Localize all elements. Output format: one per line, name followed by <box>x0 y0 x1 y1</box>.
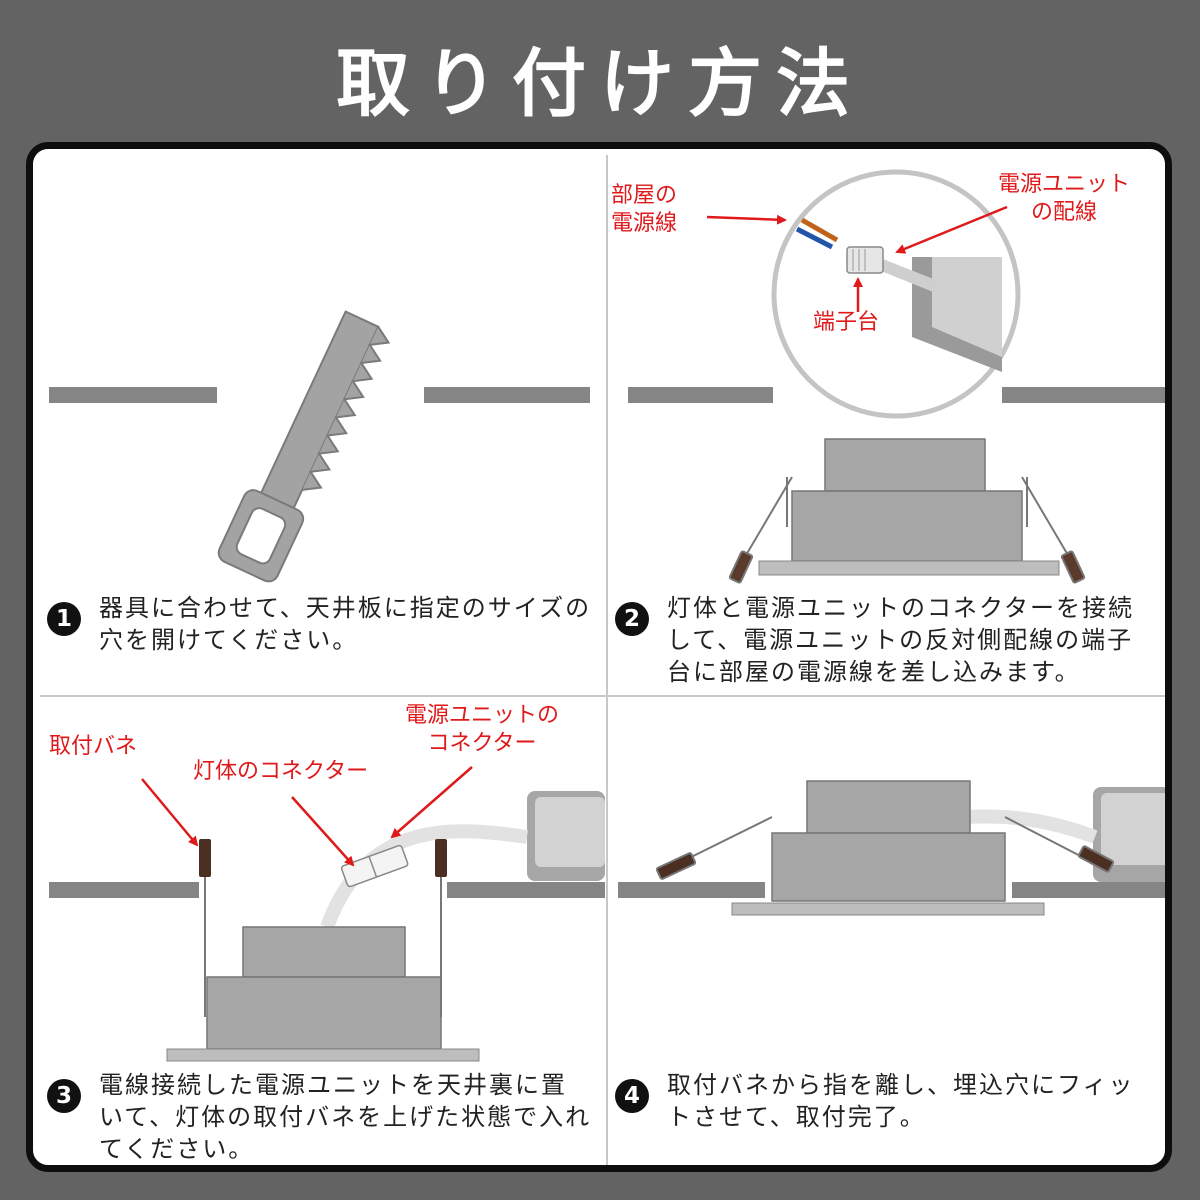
page-title: 取り付け方法 <box>336 41 864 127</box>
callout-arrows-2 <box>706 205 1008 312</box>
step-1: 1 器具に合わせて、天井板に指定のサイズの穴を開けてください。 <box>47 592 592 656</box>
mounting-spring-4 <box>655 816 1115 880</box>
ceiling-board-2 <box>628 387 1165 403</box>
step-number-badge: 1 <box>47 602 81 636</box>
step-4: 4 取付バネから指を離し、埋込穴にフィットさせて、取付完了。 <box>615 1069 1155 1133</box>
callout-terminal-block: 端子台 <box>813 310 880 335</box>
step-3: 3 電線接続した電源ユニットを天井裏に置いて、灯体の取付バネを上げた状態で入れて… <box>47 1069 592 1165</box>
ceiling-board-4 <box>618 882 1165 898</box>
callout-room-wire: 部屋の 電源線 <box>611 183 678 236</box>
callout-arrows-3 <box>141 766 473 867</box>
step-number-badge: 4 <box>615 1079 649 1113</box>
power-unit-2 <box>824 438 986 492</box>
callout-unit-connector: 電源ユニットの コネクター <box>405 703 560 756</box>
power-cable-4 <box>966 809 1098 844</box>
power-unit-4 <box>1093 787 1165 882</box>
callout-mounting-spring: 取付バネ <box>49 734 138 759</box>
lamp-body-2 <box>758 490 1060 576</box>
step-2: 2 灯体と電源ユニットのコネクターを接続して、電源ユニットの反対側配線の端子台に… <box>615 592 1155 688</box>
step-description: 取付バネから指を離し、埋込穴にフィットさせて、取付完了。 <box>667 1071 1135 1131</box>
mounting-spring-2 <box>728 476 1086 584</box>
callout-lamp-connector: 灯体のコネクター <box>193 759 369 784</box>
ceiling-board-3 <box>49 882 605 898</box>
step-number-badge: 2 <box>615 602 649 636</box>
callout-power-unit-wire: 電源ユニット の配線 <box>998 172 1131 225</box>
zoom-circle <box>771 169 1021 419</box>
power-cable-3 <box>320 824 528 930</box>
step-number-badge: 3 <box>47 1079 81 1113</box>
instruction-board: 部屋の 電源線 電源ユニット の配線 端子台 取付バネ 灯体のコネクター 電源ユ… <box>26 142 1172 1172</box>
saw-icon <box>217 310 391 583</box>
connector-3 <box>340 844 409 888</box>
lamp-body-3 <box>166 926 480 1062</box>
step-description: 器具に合わせて、天井板に指定のサイズの穴を開けてください。 <box>99 594 592 654</box>
installation-diagram <box>40 155 1165 1165</box>
lamp-body-4 <box>731 780 1045 916</box>
power-unit-3 <box>527 791 605 881</box>
mounting-spring-3 <box>199 839 447 1017</box>
ceiling-board-1 <box>49 387 590 403</box>
step-description: 灯体と電源ユニットのコネクターを接続して、電源ユニットの反対側配線の端子台に部屋… <box>667 594 1135 686</box>
step-description: 電線接続した電源ユニットを天井裏に置いて、灯体の取付バネを上げた状態で入れてくだ… <box>99 1071 592 1163</box>
